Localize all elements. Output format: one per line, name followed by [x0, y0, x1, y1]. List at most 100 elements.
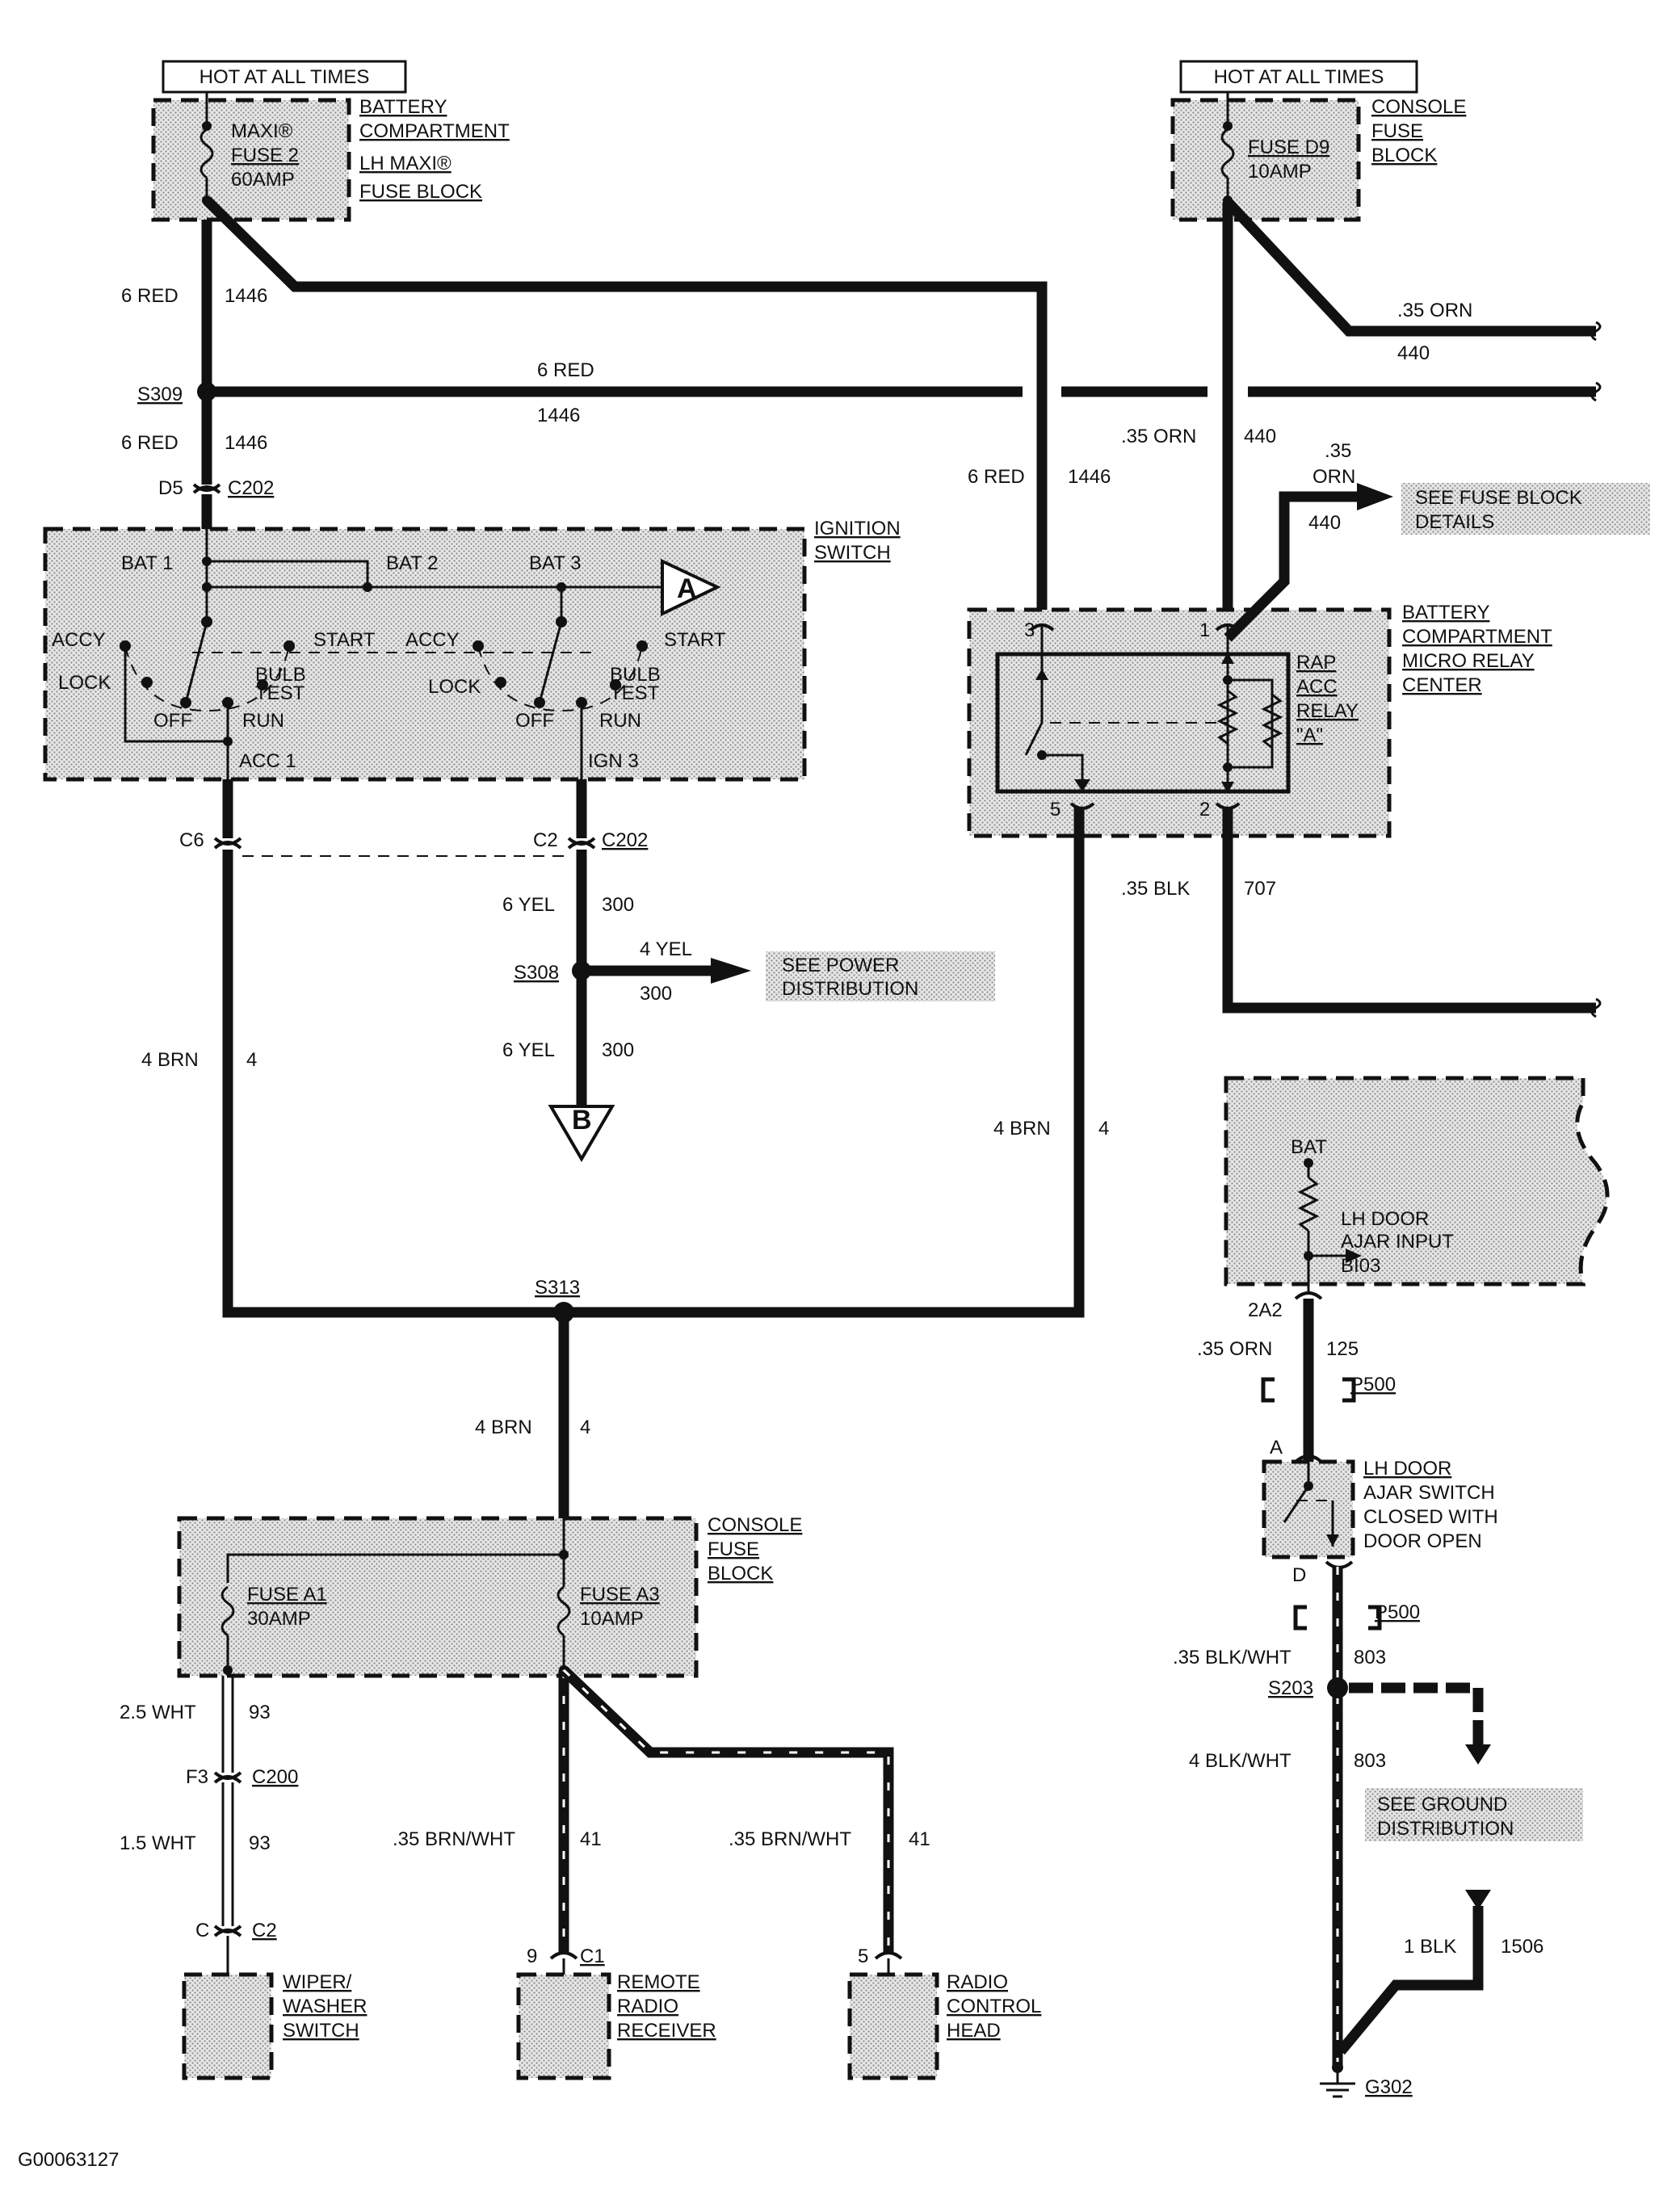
fuse-d9-box: FUSE D9 10AMP: [1170, 98, 1361, 222]
svg-text:4 BRN: 4 BRN: [475, 1417, 532, 1438]
svg-text:BATTERY: BATTERY: [1402, 602, 1489, 623]
svg-text:F3: F3: [186, 1766, 208, 1788]
console-fuse-block-label: CONSOLE FUSE BLOCK: [708, 1514, 802, 1584]
svg-text:COMPARTMENT: COMPARTMENT: [1402, 626, 1552, 648]
svg-text:IGN 3: IGN 3: [588, 750, 639, 772]
maxi-fuse-line2: FUSE 2: [231, 145, 299, 166]
see-power-distribution: SEE POWER DISTRIBUTION: [766, 951, 995, 1001]
svg-text:LOCK: LOCK: [428, 676, 481, 698]
svg-text:DISTRIBUTION: DISTRIBUTION: [782, 978, 918, 1000]
svg-text:RUN: RUN: [242, 710, 284, 732]
svg-text:440: 440: [1244, 426, 1276, 447]
svg-text:6 YEL: 6 YEL: [502, 1039, 555, 1061]
svg-text:803: 803: [1354, 1750, 1386, 1772]
svg-text:C202: C202: [602, 829, 648, 851]
svg-text:30AMP: 30AMP: [247, 1608, 311, 1630]
svg-text:MICRO RELAY: MICRO RELAY: [1402, 650, 1535, 672]
svg-text:C2: C2: [533, 829, 558, 851]
svg-text:6 RED: 6 RED: [537, 359, 594, 381]
svg-text:DOOR OPEN: DOOR OPEN: [1363, 1530, 1482, 1552]
svg-text:2.5 WHT: 2.5 WHT: [120, 1702, 196, 1723]
svg-text:C: C: [195, 1920, 209, 1941]
svg-text:SEE FUSE BLOCK: SEE FUSE BLOCK: [1415, 487, 1582, 509]
svg-text:CENTER: CENTER: [1402, 674, 1482, 696]
svg-text:IGNITION: IGNITION: [814, 518, 901, 539]
svg-text:RELAY: RELAY: [1296, 700, 1359, 722]
svg-text:D5: D5: [158, 477, 183, 499]
svg-text:4 BRN: 4 BRN: [993, 1118, 1051, 1140]
ground-g302: G302: [1365, 2076, 1413, 2098]
svg-text:CLOSED WITH: CLOSED WITH: [1363, 1506, 1498, 1528]
svg-text:DISTRIBUTION: DISTRIBUTION: [1377, 1818, 1514, 1840]
svg-text:WASHER: WASHER: [283, 1996, 367, 2017]
svg-text:1: 1: [1199, 619, 1210, 641]
figure-id: G00063127: [18, 2149, 119, 2171]
svg-text:CONTROL: CONTROL: [947, 1996, 1041, 2017]
svg-text:RADIO: RADIO: [947, 1971, 1008, 1993]
svg-text:300: 300: [602, 1039, 634, 1061]
svg-text:.35 BRN/WHT: .35 BRN/WHT: [729, 1828, 851, 1850]
svg-text:.35 BLK: .35 BLK: [1121, 878, 1190, 900]
svg-text:SWITCH: SWITCH: [283, 2020, 359, 2042]
svg-text:2: 2: [1199, 799, 1210, 821]
svg-text:TEST: TEST: [255, 682, 305, 704]
svg-text:BAT 2: BAT 2: [386, 552, 438, 574]
micro-relay-center: 3 1 5 2 RAP ACC RELAY "A": [967, 607, 1392, 838]
svg-text:RAP: RAP: [1296, 652, 1336, 674]
splice-s308: S308: [514, 962, 559, 984]
svg-text:OFF: OFF: [515, 710, 554, 732]
svg-text:SEE POWER: SEE POWER: [782, 955, 899, 976]
svg-text:ACCY: ACCY: [405, 629, 460, 651]
svg-text:C1: C1: [580, 1945, 605, 1967]
svg-text:6 RED: 6 RED: [121, 285, 178, 307]
svg-text:440: 440: [1308, 512, 1341, 534]
svg-text:93: 93: [249, 1702, 271, 1723]
svg-text:BULB: BULB: [610, 664, 661, 686]
svg-text:1446: 1446: [537, 405, 580, 426]
ignition-switch-label: IGNITION SWITCH: [814, 518, 901, 564]
svg-text:6 YEL: 6 YEL: [502, 894, 555, 916]
marker-b: B: [572, 1105, 592, 1135]
splice-s309: S309: [137, 384, 183, 405]
svg-text:1.5 WHT: 1.5 WHT: [120, 1832, 196, 1854]
splice-s203: S203: [1268, 1677, 1313, 1699]
svg-text:5: 5: [1050, 799, 1060, 821]
battery-compartment-label: BATTERY COMPARTMENT LH MAXI® FUSE BLOCK: [359, 96, 510, 203]
fuse-block-details-branch: .35 ORN 440 SEE FUSE BLOCK DETAILS: [1224, 440, 1650, 642]
svg-text:BAT: BAT: [1291, 1136, 1327, 1158]
wht-wire: 2.5 WHT 93 F3 C200 1.5 WHT 93 C C2: [120, 1676, 298, 1975]
svg-text:4 BLK/WHT: 4 BLK/WHT: [1189, 1750, 1292, 1772]
svg-text:4 YEL: 4 YEL: [640, 938, 692, 960]
micro-relay-center-label: BATTERY COMPARTMENT MICRO RELAY CENTER: [1402, 602, 1552, 696]
svg-text:803: 803: [1354, 1647, 1386, 1668]
svg-text:FUSE BLOCK: FUSE BLOCK: [359, 181, 482, 203]
svg-text:ACCY: ACCY: [52, 629, 106, 651]
svg-text:RECEIVER: RECEIVER: [617, 2020, 716, 2042]
svg-text:1506: 1506: [1501, 1936, 1544, 1958]
svg-text:4 BRN: 4 BRN: [141, 1049, 199, 1071]
console-fuse-label-top: CONSOLE FUSE BLOCK: [1371, 96, 1466, 166]
svg-text:BAT 1: BAT 1: [121, 552, 173, 574]
svg-text:41: 41: [909, 1828, 930, 1850]
svg-text:LOCK: LOCK: [58, 672, 111, 694]
maxi-fuse-line1: MAXI®: [231, 120, 293, 142]
svg-text:BLOCK: BLOCK: [1371, 145, 1437, 166]
svg-text:440: 440: [1397, 342, 1430, 364]
svg-text:START: START: [664, 629, 726, 651]
svg-text:CONSOLE: CONSOLE: [708, 1514, 802, 1536]
svg-text:SWITCH: SWITCH: [814, 542, 891, 564]
svg-text:300: 300: [640, 983, 672, 1005]
maxi-fuse-line3: 60AMP: [231, 169, 295, 191]
svg-text:.35 BRN/WHT: .35 BRN/WHT: [393, 1828, 515, 1850]
door-ajar-switch: LH DOOR AJAR SWITCH CLOSED WITH DOOR OPE…: [1262, 1458, 1498, 1559]
svg-text:6 RED: 6 RED: [968, 466, 1025, 488]
svg-text:.35 BLK/WHT: .35 BLK/WHT: [1173, 1647, 1292, 1668]
svg-text:P500: P500: [1375, 1601, 1420, 1623]
svg-text:2A2: 2A2: [1248, 1299, 1283, 1321]
ground-wiring: D P500 .35 BLK/WHT 803 S203 4 BLK/WHT 80…: [1173, 1560, 1583, 2098]
svg-text:4: 4: [246, 1049, 257, 1071]
relay-outputs: .35 BLK 707: [1073, 808, 1602, 1316]
svg-text:707: 707: [1244, 878, 1276, 900]
svg-text:300: 300: [602, 894, 634, 916]
